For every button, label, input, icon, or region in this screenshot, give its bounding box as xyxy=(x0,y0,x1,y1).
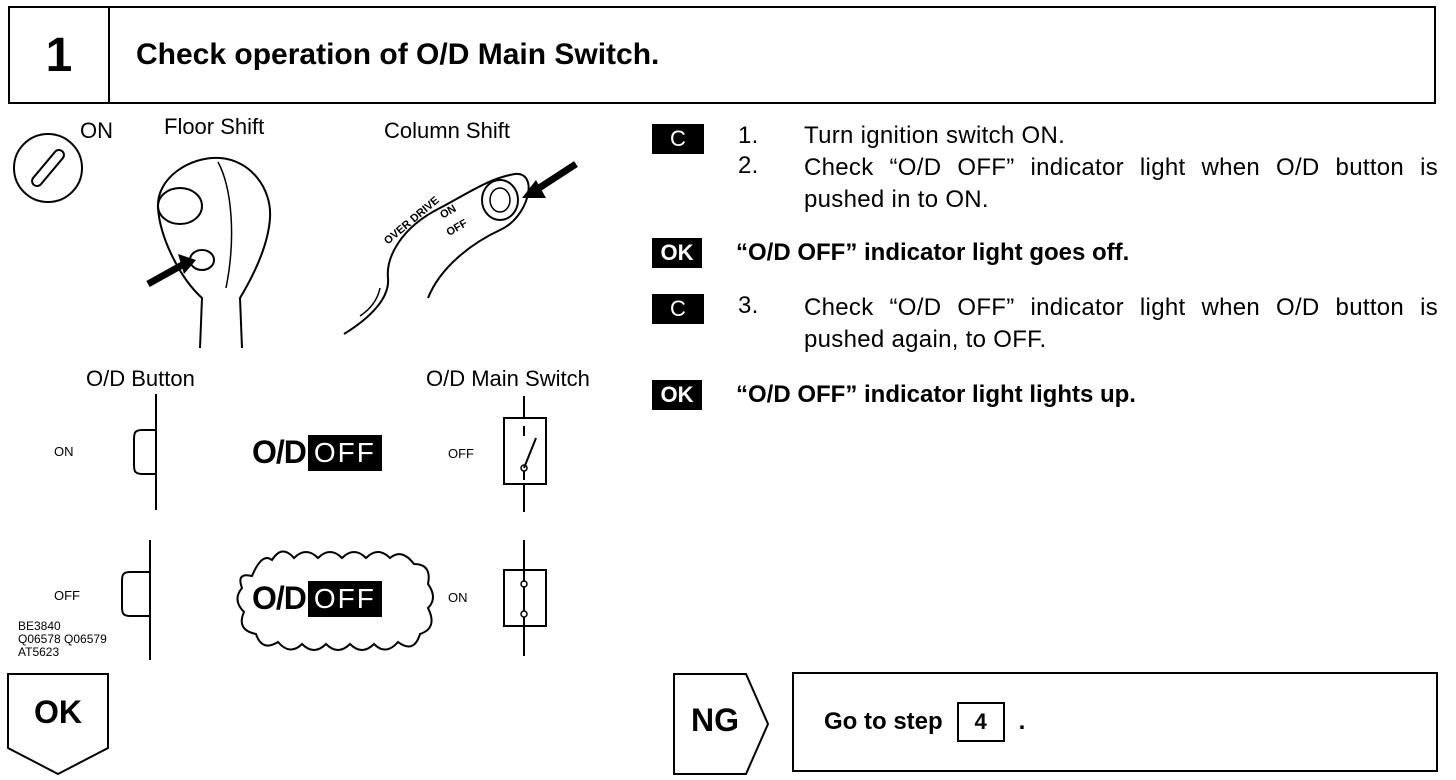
ignition-on-label: ON xyxy=(80,118,113,143)
od-off-indicator-unlit: O/D OFF xyxy=(252,434,382,471)
figure-code: Q06578 Q06579 xyxy=(18,632,107,646)
od-main-switch-label: O/D Main Switch xyxy=(426,366,590,391)
instruction-step-3: 3. Check “O/D OFF” indicator light when … xyxy=(738,292,1438,356)
column-shift-label: Column Shift xyxy=(384,118,510,143)
ok-result-marker: OK xyxy=(6,672,110,776)
row1-switch-state: OFF xyxy=(448,446,474,461)
step-text: Check “O/D OFF” indicator light when O/D… xyxy=(804,154,1438,213)
row2-switch-state: ON xyxy=(448,590,468,605)
main-switch-open-icon xyxy=(503,396,547,512)
goto-suffix: . xyxy=(1018,708,1026,735)
ignition-key-icon xyxy=(13,133,83,203)
indicator-od-text: O/D xyxy=(252,580,307,616)
column-shift-lever-icon xyxy=(343,161,578,335)
step-number: 1 xyxy=(10,8,110,102)
ok-tag: OK xyxy=(652,238,702,268)
figure-codes: BE3840 Q06578 Q06579 AT5623 xyxy=(18,620,107,659)
row1-button-state: ON xyxy=(54,444,74,459)
step-num: 3. xyxy=(738,292,759,319)
floor-shift-label: Floor Shift xyxy=(164,114,265,139)
od-button-out-icon xyxy=(133,394,157,510)
ok-pentagon-shape xyxy=(7,673,109,776)
instruction-step-1: 1. Turn ignition switch ON. xyxy=(738,122,1438,150)
ok-block-2: OK “O/D OFF” indicator light lights up. xyxy=(652,380,1438,410)
instruction-step-2: 2. Check “O/D OFF” indicator light when … xyxy=(738,152,1438,216)
check-tag: C xyxy=(652,294,704,324)
check-block-2: C 3. Check “O/D OFF” indicator light whe… xyxy=(652,292,1438,356)
ok-tag: OK xyxy=(652,380,702,410)
ok-result-2: “O/D OFF” indicator light lights up. xyxy=(736,381,1136,408)
goto-step-link[interactable]: 4 xyxy=(956,702,1005,742)
step-text: Turn ignition switch ON. xyxy=(804,122,1066,149)
floor-shift-knob-icon xyxy=(146,156,272,349)
ng-result-marker: NG xyxy=(672,672,772,776)
main-switch-closed-icon xyxy=(503,540,547,656)
figure-code: BE3840 xyxy=(18,619,61,633)
instructions: C 1. Turn ignition switch ON. 2. Check “… xyxy=(652,122,1438,410)
od-button-label: O/D Button xyxy=(86,366,195,391)
figure-code: AT5623 xyxy=(18,645,60,659)
ng-arrow-shape xyxy=(673,673,770,775)
ok-block-1: OK “O/D OFF” indicator light goes off. xyxy=(652,238,1438,268)
step-num: 2. xyxy=(738,152,759,179)
indicator-od-text: O/D xyxy=(252,434,307,470)
goto-instruction: Go to step 4 . xyxy=(824,674,1025,770)
step-text: Check “O/D OFF” indicator light when O/D… xyxy=(804,294,1438,353)
check-tag: C xyxy=(652,124,704,154)
ng-label: NG xyxy=(691,702,739,738)
page-title: Check operation of O/D Main Switch. xyxy=(136,38,660,71)
ok-label: OK xyxy=(34,694,82,730)
indicator-glow-burst-icon xyxy=(236,550,434,651)
step-num: 1. xyxy=(738,122,759,149)
row2-button-state: OFF xyxy=(54,588,80,603)
indicator-off-text: OFF xyxy=(307,580,382,617)
check-block-1: C 1. Turn ignition switch ON. 2. Check “… xyxy=(652,122,1438,216)
indicator-off-text: OFF xyxy=(307,434,382,471)
figure: ON Floor Shift Column Shift OVER DRIVE O… xyxy=(0,108,640,668)
ng-action-box: Go to step 4 . xyxy=(792,672,1438,772)
od-button-in-icon xyxy=(121,540,151,660)
step-header: 1 Check operation of O/D Main Switch. xyxy=(8,6,1436,104)
ok-result-1: “O/D OFF” indicator light goes off. xyxy=(736,239,1130,266)
goto-text: Go to step xyxy=(824,708,943,735)
od-off-indicator-lit: O/D OFF xyxy=(252,580,382,617)
